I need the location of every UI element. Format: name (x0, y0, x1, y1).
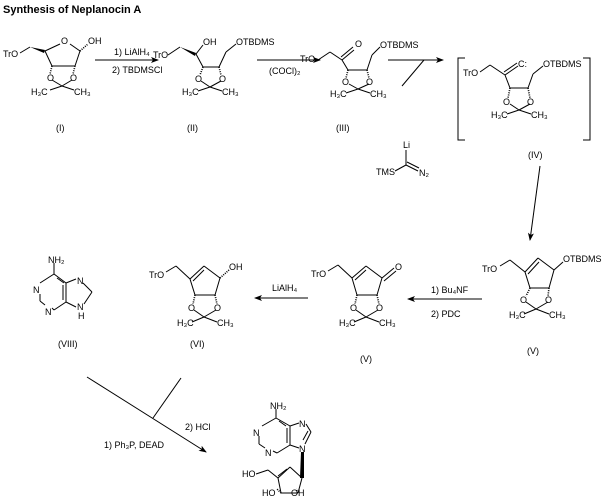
atom-label: O (545, 295, 552, 305)
compound-label: (II) (187, 123, 198, 133)
atom-label: O (395, 262, 402, 272)
compound-label: (III) (336, 123, 350, 133)
compound-label: (IV) (528, 150, 543, 160)
atom-label: HO (242, 469, 256, 479)
atom-label: CH₃ (370, 89, 387, 99)
compound-label: (VIII) (58, 339, 78, 349)
atom-label: N (299, 444, 306, 454)
reagent-label: 2) TBDMSCl (112, 65, 162, 75)
atom-label: O (47, 73, 54, 83)
atom-label: OH (229, 262, 243, 272)
reagent-label: LiAlH₄ (272, 283, 298, 293)
atom-label: O (70, 73, 77, 83)
atom-label: CH₃ (531, 110, 548, 120)
atom-label: O (355, 39, 362, 49)
atom-label: CH₃ (379, 318, 396, 328)
atom-label: O (342, 77, 349, 87)
atom-label: OTBDMS (236, 37, 275, 47)
compound-V: TrO OTBDMS O O H₃C CH₃ (V) (482, 254, 602, 356)
atom-label: O (503, 97, 510, 107)
compound-label: (V) (360, 354, 372, 364)
atom-label: TrO (463, 68, 478, 78)
compound-II: TrO OH OTBDMS O O H₃C CH₃ (II) (153, 37, 275, 133)
atom-label: O (219, 74, 226, 84)
reagent-tms-diazomethyllithium: Li TMS N₂ (376, 140, 429, 178)
atom-label: N (77, 302, 84, 312)
atom-label: CH₃ (217, 318, 234, 328)
atom-label: H₃C (491, 110, 508, 120)
compound-label: (V) (527, 346, 539, 356)
atom-label: H₃C (31, 87, 48, 97)
atom-label: N (299, 419, 306, 429)
atom-label: O (366, 77, 373, 87)
reagent-branch-line (152, 377, 182, 419)
product-neplanocin-a: NH₂ N N N N HO HO OH (242, 401, 312, 498)
atom-label: CH₃ (549, 310, 566, 320)
atom-label: N (253, 428, 260, 438)
scheme-title: Synthesis of Neplanocin A (3, 4, 141, 16)
atom-label: N (33, 285, 40, 295)
atom-label: O (61, 36, 68, 46)
compound-VI: TrO OH O O H₃C CH₃ (VI) (149, 262, 243, 349)
compound-I: TrO O OH O O H₃C CH₃ (I) (3, 36, 102, 133)
compound-label: (I) (56, 123, 65, 133)
atom-label: O (350, 303, 357, 313)
atom-label: N (45, 307, 52, 317)
atom-label: NH₂ (48, 255, 65, 265)
atom-label: O (527, 97, 534, 107)
compound-VIII: NH₂ N N N N H (VIII) (33, 255, 93, 349)
atom-label: C: (518, 59, 527, 69)
compound-V-ketone: TrO O O O H₃C CH₃ (V) (311, 262, 402, 364)
reagent-label: (COCl)₂ (269, 66, 301, 76)
atom-label: TrO (3, 49, 18, 59)
atom-label: H₃C (330, 89, 347, 99)
compound-IV: TrO C: OTBDMS O O H₃C CH₃ (IV) (457, 57, 591, 160)
atom-label: N (265, 448, 272, 458)
atom-label: NH₂ (270, 401, 287, 411)
atom-label: OH (291, 488, 305, 498)
atom-label: O (376, 303, 383, 313)
atom-label: N₂ (419, 168, 429, 178)
atom-label: H₃C (182, 87, 199, 97)
atom-label: O (188, 303, 195, 313)
atom-label: TrO (153, 50, 168, 60)
atom-label: H (78, 311, 85, 321)
atom-label: OTBDMS (563, 254, 602, 264)
atom-label: TMS (376, 167, 395, 177)
compound-label: (VI) (190, 339, 205, 349)
atom-label: TrO (311, 269, 326, 279)
atom-label: OTBDMS (543, 59, 582, 69)
atom-label: TrO (482, 264, 497, 274)
atom-label: CH₃ (74, 87, 91, 97)
atom-label: OTBDMS (380, 40, 419, 50)
reagent-branch-line (401, 59, 425, 87)
reagent-label: 1) Ph₃P, DEAD (104, 440, 165, 450)
atom-label: OH (88, 36, 102, 46)
reagent-label: 1) LiAlH₄ (114, 47, 150, 57)
reaction-arrow (86, 376, 207, 453)
reaction-arrow (527, 165, 541, 241)
atom-label: TrO (149, 270, 164, 280)
reagent-label: 2) PDC (431, 309, 461, 319)
atom-label: O (214, 303, 221, 313)
atom-label: O (195, 74, 202, 84)
atom-label: HO (262, 488, 276, 498)
atom-label: H₃C (177, 318, 194, 328)
reagent-label: 2) HCl (185, 422, 211, 432)
atom-label: H₃C (509, 310, 526, 320)
atom-label: N (77, 276, 84, 286)
atom-label: O (520, 295, 527, 305)
compound-III: TrO O OTBDMS O O H₃C CH₃ (III) (300, 39, 419, 133)
atom-label: H₃C (339, 318, 356, 328)
atom-label: OH (203, 37, 217, 47)
atom-label: CH₃ (222, 87, 239, 97)
atom-label: Li (403, 140, 410, 150)
reagent-label: 1) Bu₄NF (431, 285, 469, 295)
atom-label: TrO (300, 54, 315, 64)
